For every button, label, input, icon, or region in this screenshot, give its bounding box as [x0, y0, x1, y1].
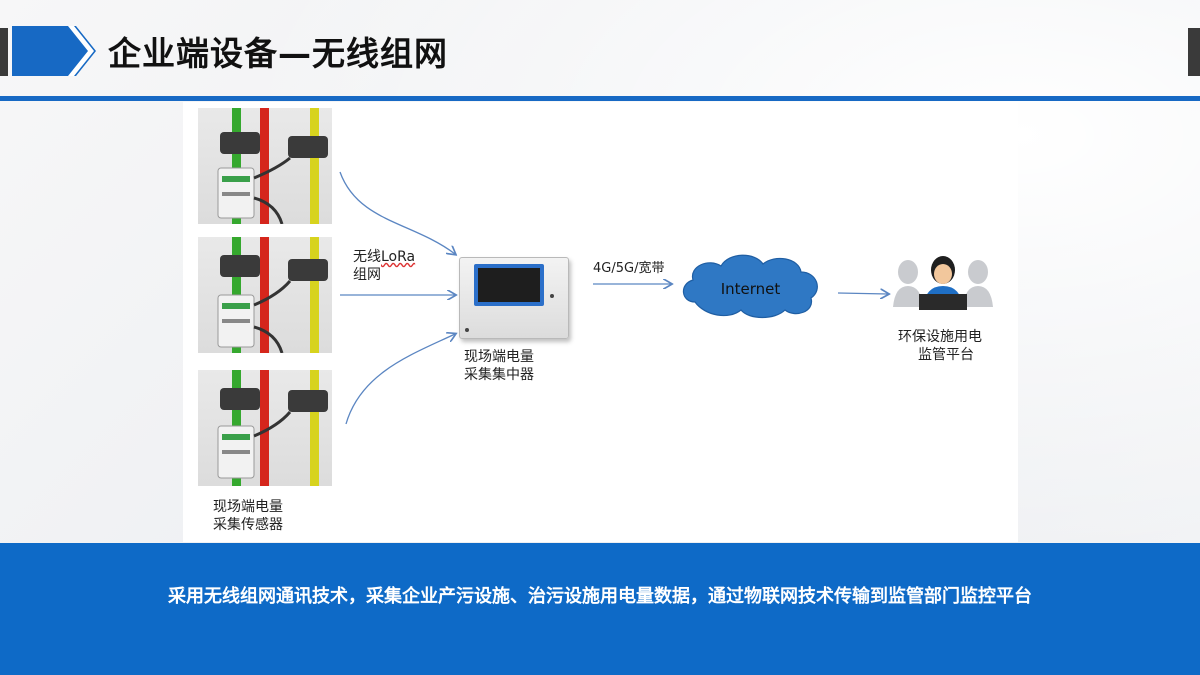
platform-label-line2: 监管平台	[918, 347, 974, 363]
collector-label-line1: 现场端电量	[464, 349, 534, 365]
bandwidth-label: 4G/5G/宽带	[593, 261, 665, 276]
summary-banner: 采用无线组网通讯技术，采集企业产污设施、治污设施用电量数据，通过物联网技术传输到…	[0, 543, 1200, 675]
lora-network-label: 组网	[353, 267, 381, 283]
header-left-bar	[0, 28, 8, 76]
collector-screen	[474, 264, 544, 306]
collector-label-line2: 采集集中器	[464, 367, 534, 383]
data-collector-device	[459, 257, 569, 339]
lora-label: 无线LoRa	[353, 249, 416, 265]
collector-port	[550, 294, 554, 298]
sensor-image-2	[198, 237, 332, 353]
network-diagram: 无线LoRa 组网 现场端电量 采集集中器 4G/5G/宽带 Internet …	[183, 102, 1018, 542]
header-right-bar	[1188, 28, 1200, 76]
platform-label-line1: 环保设施用电	[898, 329, 982, 345]
sensor-image-3	[198, 370, 332, 486]
page-title: 企业端设备—无线组网	[108, 34, 448, 73]
monitoring-person-icon	[893, 256, 993, 310]
collector-port	[465, 328, 469, 332]
flow-arrows	[339, 171, 993, 425]
sensor-label-line1: 现场端电量	[213, 499, 283, 515]
header-rule	[0, 96, 1200, 101]
chevron-right-icon	[12, 26, 96, 76]
cloud-icon	[682, 254, 818, 319]
internet-label: Internet	[720, 280, 781, 298]
sensor-label-line2: 采集传感器	[213, 517, 283, 533]
sensor-image-1	[198, 108, 332, 224]
summary-text: 采用无线组网通讯技术，采集企业产污设施、治污设施用电量数据，通过物联网技术传输到…	[168, 586, 1032, 607]
